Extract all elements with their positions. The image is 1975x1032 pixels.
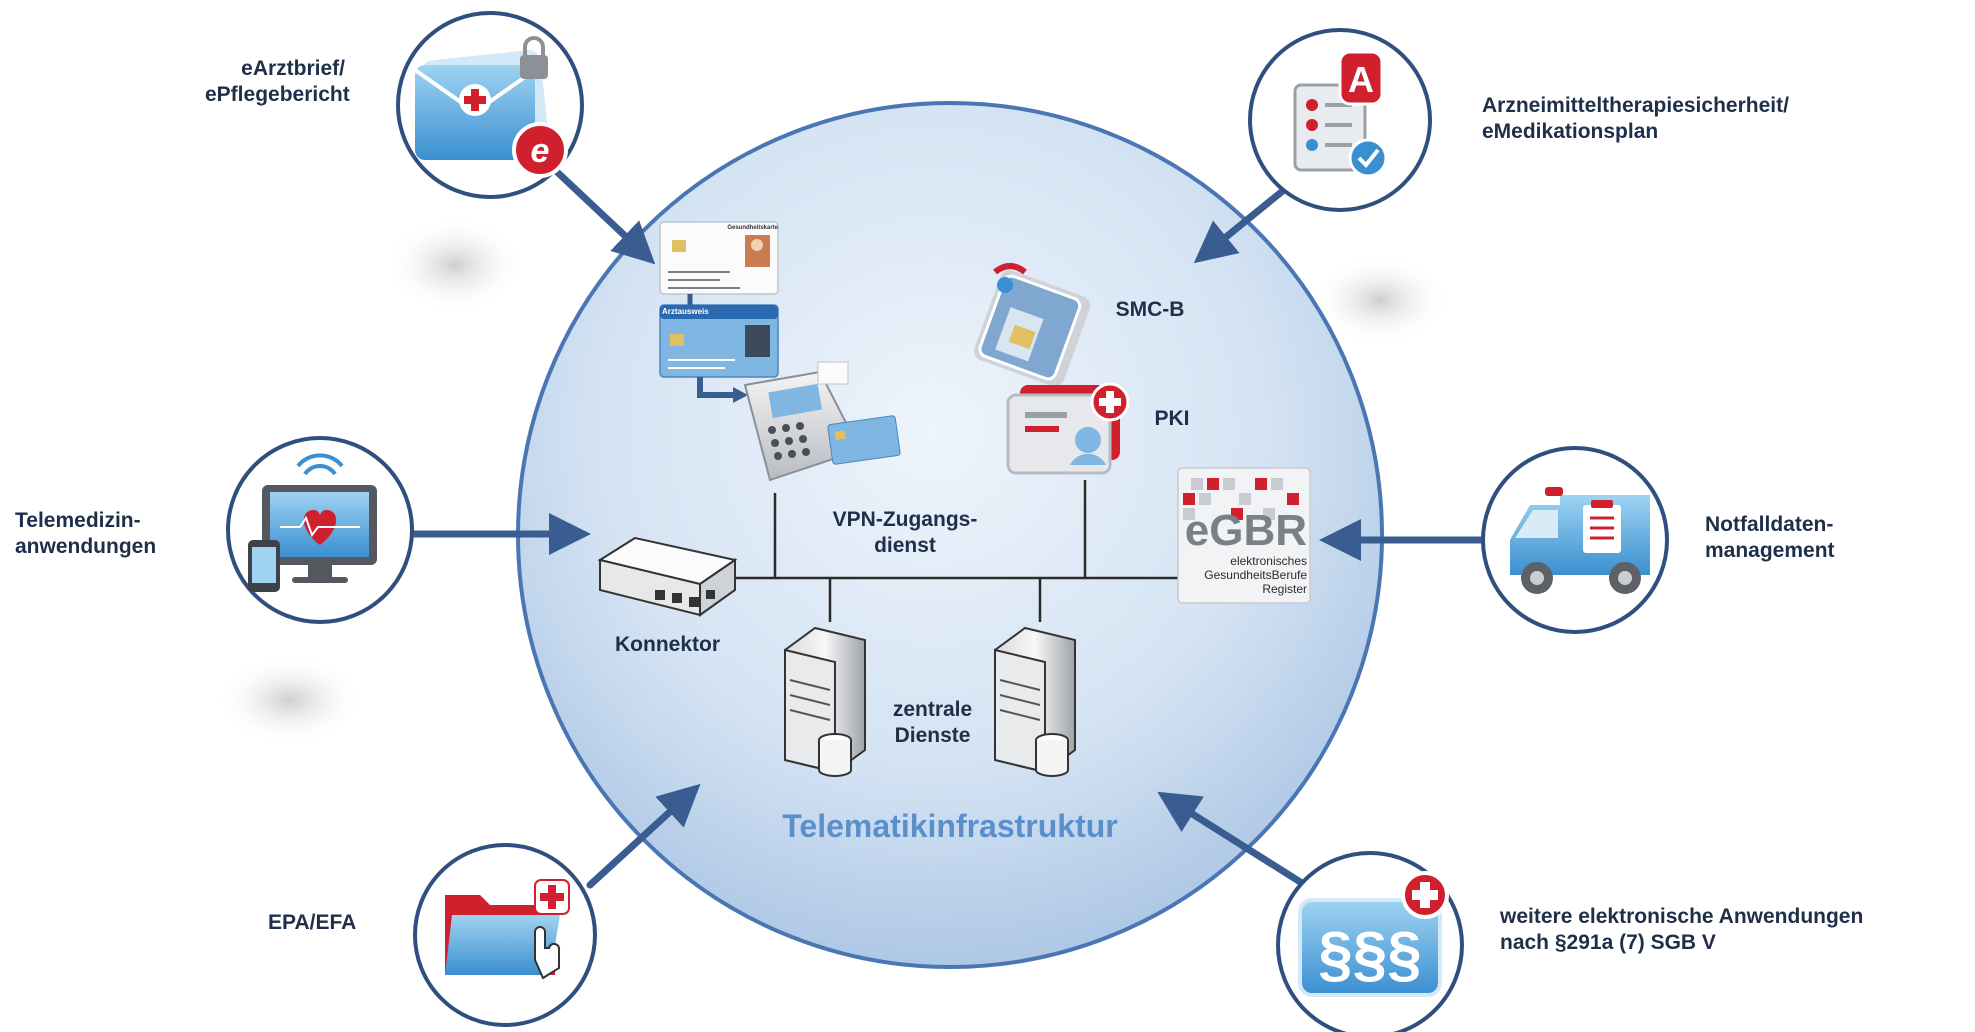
envelope-e-icon: e <box>413 36 568 178</box>
vpn-line2: dienst <box>874 534 936 557</box>
egbr-line1: elektronisches <box>1230 554 1307 568</box>
arztausweis-card <box>659 304 779 378</box>
gesundheitskarte-label: Gesundheitskarte <box>727 225 778 231</box>
card-to-terminal-arrow <box>697 377 735 398</box>
earztbrief-node: e <box>396 11 584 199</box>
vpn-label: VPN-Zugangs- dienst <box>820 507 990 559</box>
monitor-heart-icon <box>248 453 377 592</box>
amts-line2: eMedikationsplan <box>1482 120 1659 143</box>
notfall-label: Notfalldaten- management <box>1705 512 1835 564</box>
arrow-weitere <box>1157 791 1309 889</box>
arztausweis-label: Arztausweis <box>662 307 709 316</box>
zentrale-line2: Dienste <box>894 724 971 747</box>
arrow-earztbrief <box>551 166 656 265</box>
network-lines <box>735 480 1180 622</box>
zentrale-dienste-label: zentrale Dienste <box>870 697 995 749</box>
telemedizin-line1: Telemedizin- <box>15 509 141 532</box>
egbr-logo-text: eGBR <box>1184 506 1307 555</box>
medication-checklist-icon: A <box>1293 50 1388 178</box>
notfall-node <box>1481 446 1669 634</box>
server-2 <box>994 626 1076 777</box>
egbr-line3: Register <box>1262 582 1307 596</box>
gesundheitskarte-card <box>659 221 779 295</box>
epa-label: EPA/EFA <box>268 910 356 936</box>
vpn-line1: VPN-Zugangs- <box>832 508 978 531</box>
pki-icon <box>1006 382 1130 475</box>
notfall-line1: Notfalldaten- <box>1705 513 1834 536</box>
egbr-logo <box>1177 467 1311 604</box>
ambulance-icon <box>1510 487 1650 594</box>
smcb-text: SMC-B <box>1115 298 1185 321</box>
weitere-line1: weitere elektronische Anwendungen <box>1500 905 1864 928</box>
telemedizin-line2: anwendungen <box>15 535 157 558</box>
shadow-blob <box>215 655 365 745</box>
paragraph-icon: §§§ <box>1298 871 1449 997</box>
epa-line1: EPA/EFA <box>268 911 357 934</box>
smcb-label: SMC-B <box>1105 297 1195 323</box>
amts-label: Arzneimitteltherapiesicherheit/ eMedikat… <box>1482 93 1789 145</box>
egbr-text-block: eGBR elektronisches GesundheitsBerufe Re… <box>1182 506 1307 597</box>
konnektor-text: Konnektor <box>615 633 720 656</box>
weitere-line2: nach §291a (7) SGB V <box>1500 931 1716 954</box>
konnektor-device <box>597 536 738 617</box>
earztbrief-label: eArztbrief/ ePflegebericht <box>205 56 350 108</box>
health-card-small <box>827 415 901 465</box>
pki-text: PKI <box>1154 407 1190 430</box>
shadow-blob <box>385 217 525 313</box>
amts-line1: Arzneimitteltherapiesicherheit/ <box>1482 94 1789 117</box>
notfall-line2: management <box>1705 539 1835 562</box>
svg-text:e: e <box>531 132 550 170</box>
pki-label: PKI <box>1147 406 1197 432</box>
svg-text:§§§: §§§ <box>1318 920 1421 989</box>
smcb-icon <box>974 263 1091 387</box>
diagram-title: Telematikinfrastruktur <box>782 808 1118 844</box>
telemedizin-node <box>226 436 414 624</box>
zentrale-line1: zentrale <box>892 698 973 721</box>
shadow-blob <box>1310 255 1450 345</box>
arrow-amts <box>1193 181 1294 264</box>
konnektor-label: Konnektor <box>600 632 735 658</box>
folder-plus-icon <box>445 879 570 980</box>
earztbrief-line2: ePflegebericht <box>205 83 350 106</box>
egbr-line2: GesundheitsBerufe <box>1204 568 1307 582</box>
epa-node <box>413 843 597 1027</box>
earztbrief-line1: eArztbrief/ <box>241 57 345 80</box>
weitere-node: §§§ <box>1276 851 1464 1032</box>
weitere-label: weitere elektronische Anwendungen nach §… <box>1500 904 1863 956</box>
arrow-epa <box>586 783 701 889</box>
server-1 <box>784 626 866 777</box>
amts-node: A <box>1248 28 1432 212</box>
svg-text:A: A <box>1348 59 1374 100</box>
telemedizin-label: Telemedizin- anwendungen <box>15 508 156 560</box>
